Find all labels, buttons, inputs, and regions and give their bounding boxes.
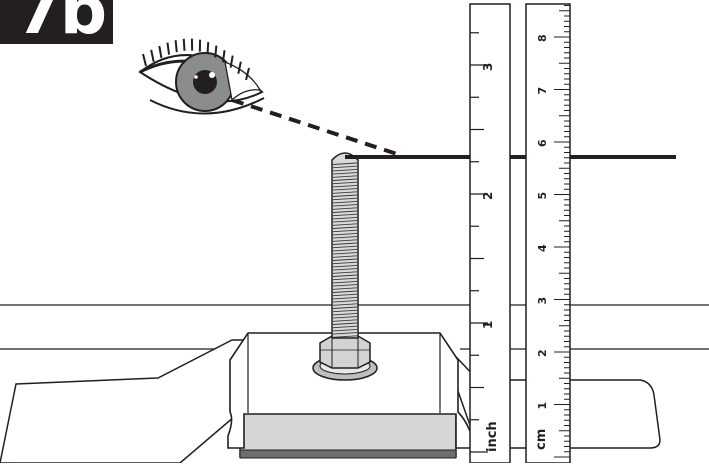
threaded-stud: [332, 153, 358, 338]
cm-tick-label: 5: [536, 192, 549, 200]
step-label: 7b: [16, 0, 105, 44]
cm-tick-label: 6: [536, 139, 549, 147]
cm-tick-label: 2: [536, 349, 549, 357]
left-base-tab: [0, 340, 248, 463]
cm-tick-label: 7: [536, 87, 549, 95]
inch-unit-label: inch: [485, 421, 500, 452]
inch-tick-label: 3: [481, 63, 495, 71]
cm-ruler: 1 2 3 4 5 6 7 8 cm: [526, 4, 570, 463]
sight-line: [232, 100, 400, 155]
step-badge: 7b: [0, 0, 113, 44]
inch-tick-label: 2: [481, 192, 495, 200]
inch-tick-label: 1: [481, 321, 495, 329]
hex-nut: [320, 336, 370, 368]
cm-tick-label: 3: [536, 297, 549, 305]
cm-tick-label: 8: [536, 34, 549, 42]
cm-tick-label: 4: [536, 244, 549, 252]
inch-ruler: 1 2 3 inch: [470, 4, 510, 463]
eye-icon: [140, 39, 264, 114]
cm-tick-label: 1: [536, 402, 549, 410]
cm-unit-label: cm: [534, 429, 549, 450]
